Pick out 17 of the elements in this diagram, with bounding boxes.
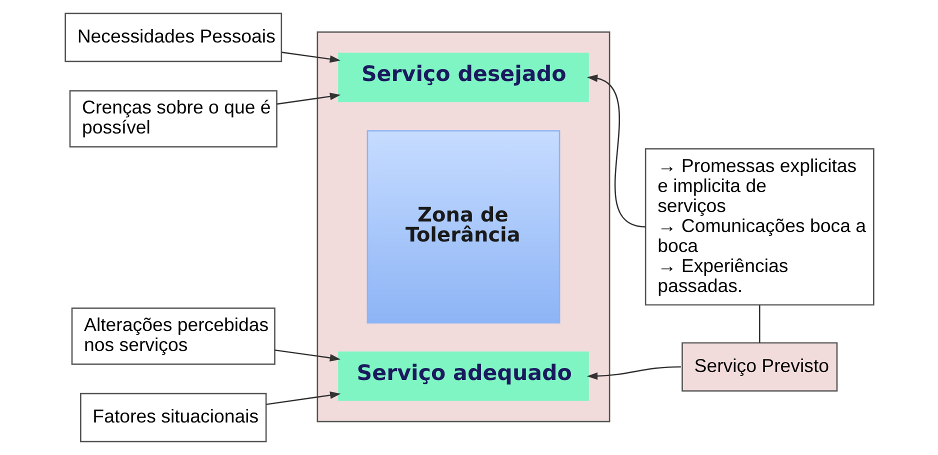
node-box: → Promessas explicitas e implicita de serviços → Comunicações boca a boca → Experiências passadas. — [644, 148, 874, 306]
node-box: Crenças sobre o que é possível — [68, 90, 277, 148]
arrow — [274, 349, 340, 362]
node-box: Serviço Previsto — [681, 342, 838, 392]
arrow — [586, 366, 680, 380]
arrow — [281, 52, 340, 63]
node-box: Serviço desejado — [338, 52, 588, 102]
node-box: Necessidades Pessoais — [64, 12, 282, 62]
arrow — [586, 74, 646, 228]
arrow — [276, 92, 340, 105]
node-box: Fatores situacionais — [80, 392, 266, 442]
node-box: Alterações percebidas nos serviços — [70, 308, 275, 365]
arrow — [266, 392, 340, 406]
node-box: Serviço adequado — [338, 352, 588, 401]
cluster — [316, 31, 610, 422]
node-box: Zona de Tolerância — [366, 130, 560, 324]
connector — [758, 305, 760, 343]
